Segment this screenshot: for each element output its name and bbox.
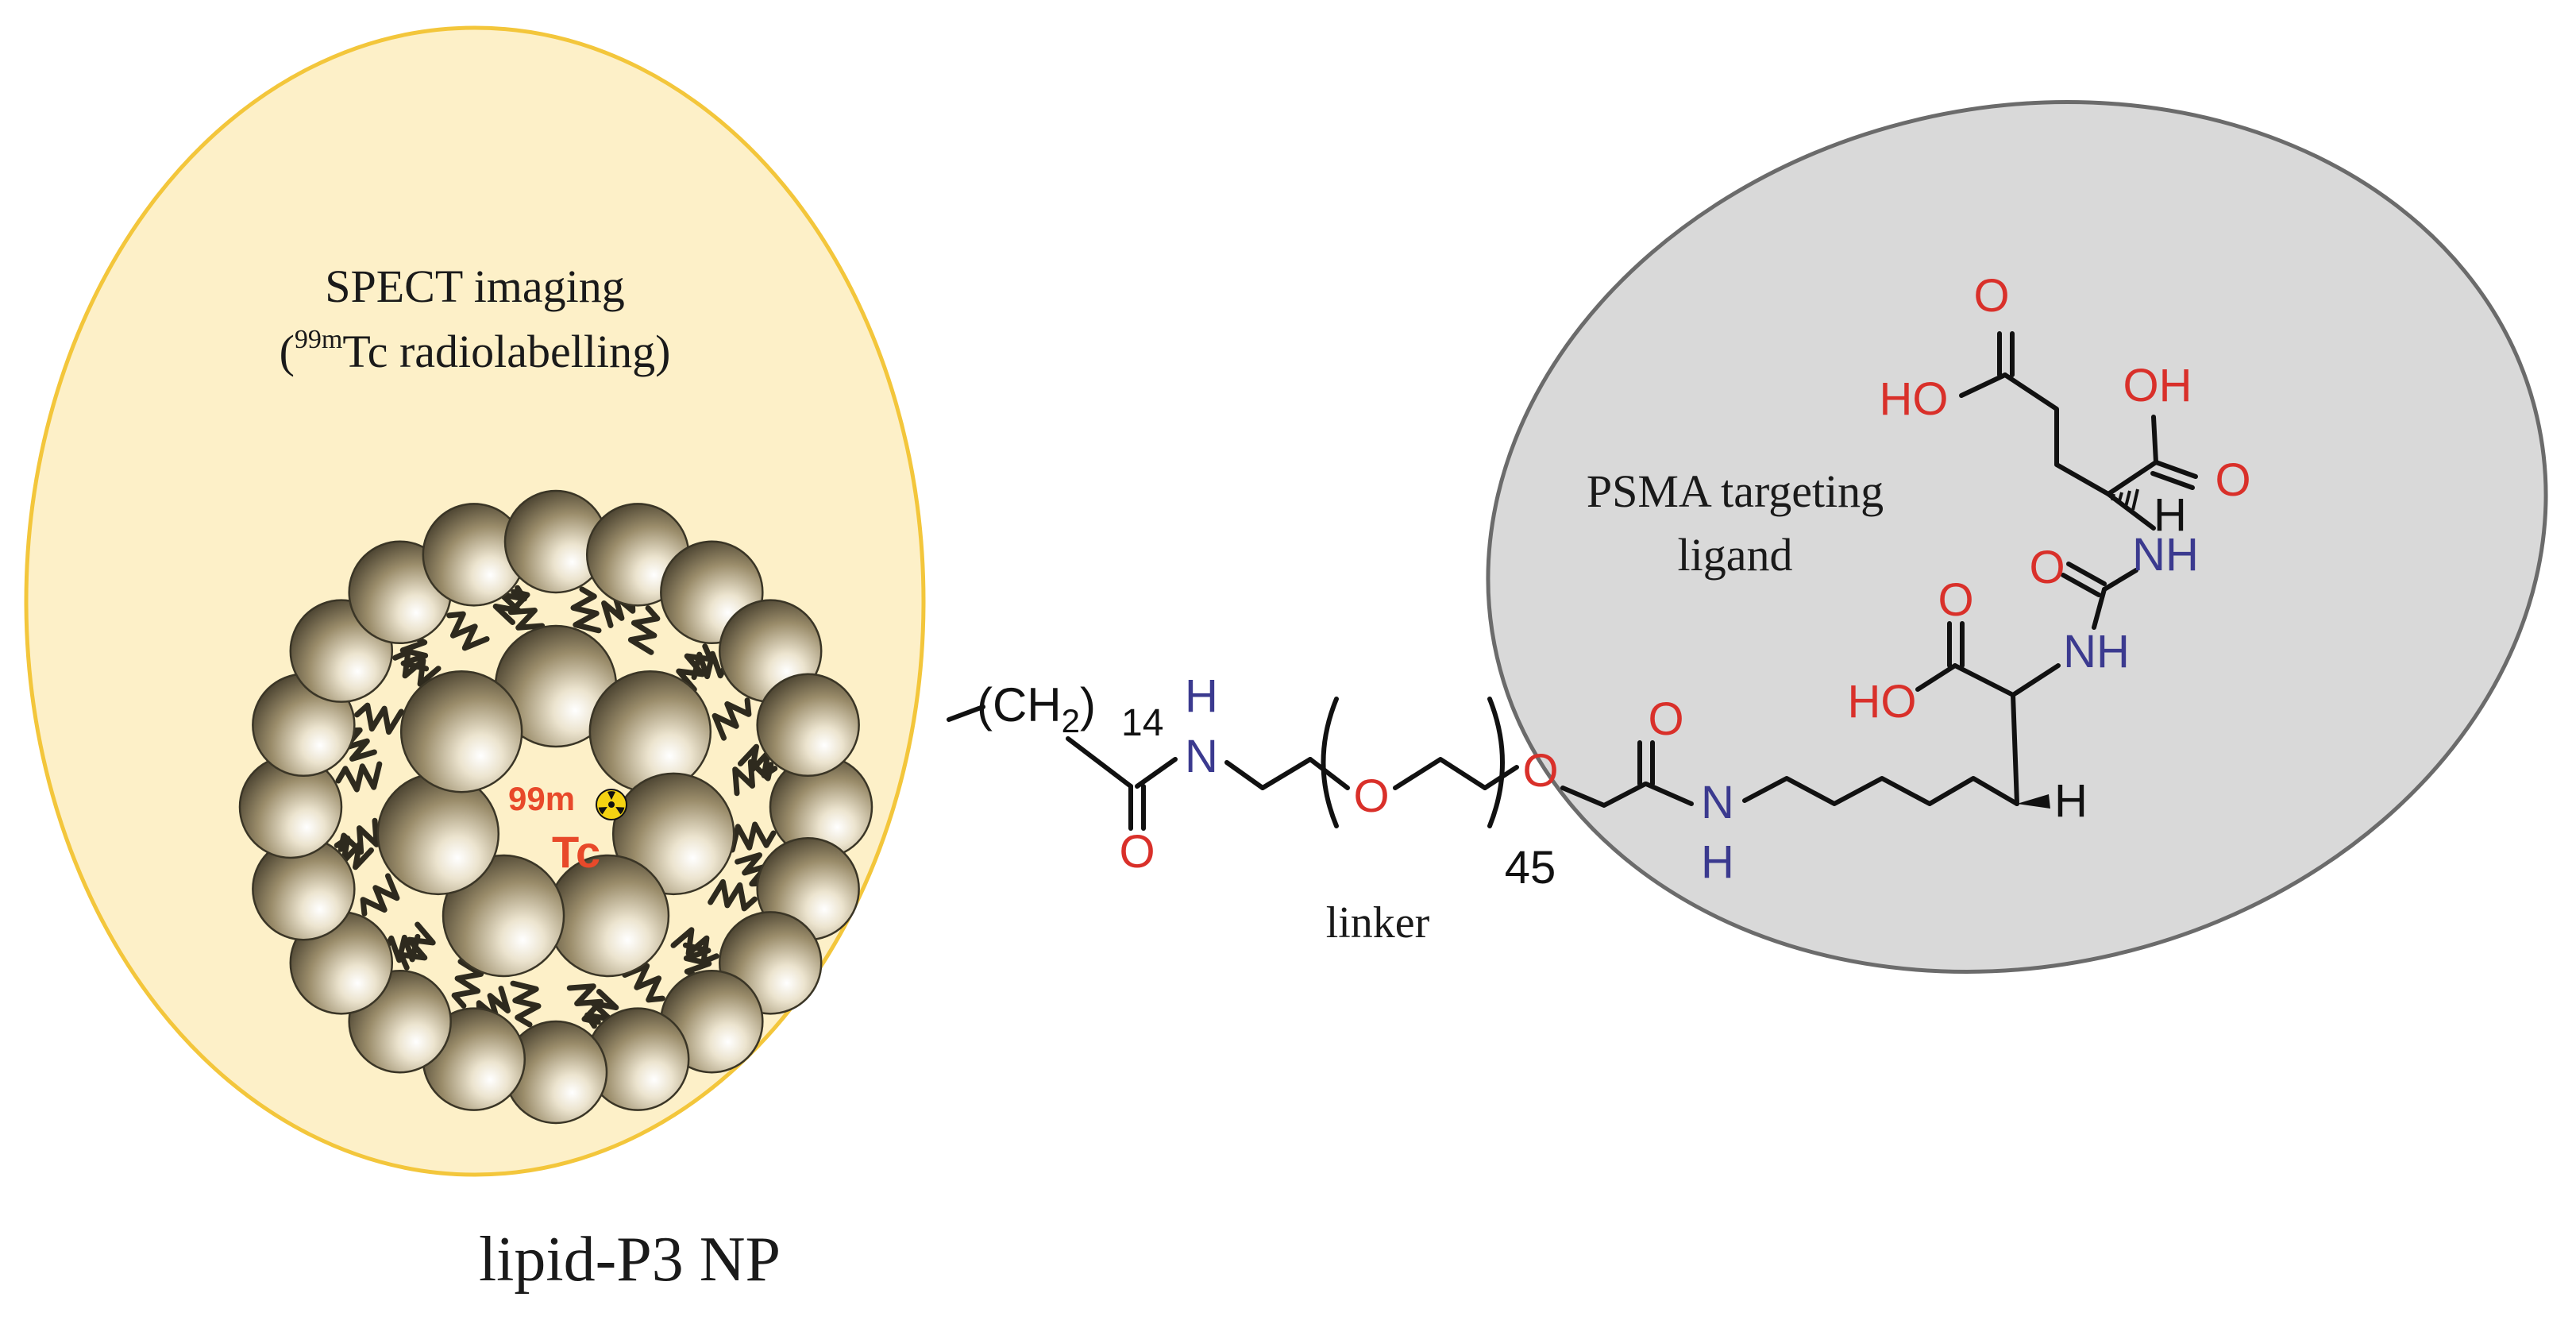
lipid-head-spheres	[238, 489, 873, 1125]
linker-amide-N: N	[1185, 731, 1218, 782]
inner-lipid-head	[399, 670, 523, 793]
lipid-tail	[584, 989, 619, 1029]
lipid-tail	[341, 727, 377, 762]
tc-mass-number: 99m	[508, 780, 575, 817]
lipid-tail	[507, 589, 546, 631]
lipid-tail	[334, 836, 374, 870]
glu-stereo-hash	[2111, 488, 2139, 511]
urea-O: O	[2029, 542, 2065, 593]
lipid-tail	[337, 817, 380, 855]
imaging-label-line2: (99mTc radiolabelling)	[280, 325, 671, 377]
ligand-amide-N: N	[1701, 777, 1734, 828]
lipid-tail	[446, 611, 490, 651]
lipid-tail	[729, 821, 777, 853]
glu-alpha-H: H	[2154, 489, 2187, 541]
ligand-amide-O: O	[1648, 693, 1683, 745]
psma-ligand-structure: O N H H O HO NH O NH	[1560, 270, 2251, 888]
ch2-repeat-count: 14	[1121, 702, 1163, 744]
glu-top-HO: HO	[1880, 373, 1949, 425]
peg-ether-O2: O	[1522, 745, 1558, 797]
ligand-label-line1: PSMA targeting	[1587, 465, 1884, 517]
lipid-tails	[334, 585, 778, 1029]
lipid-tail	[399, 633, 430, 672]
tc-symbol: Tc	[552, 827, 600, 877]
lipid-tail	[682, 942, 712, 981]
lipid-tail	[735, 852, 770, 887]
lipid-tail	[476, 986, 511, 1021]
lipid-tail	[354, 702, 404, 735]
lipid-tail	[711, 697, 752, 741]
ligand-bubble	[1486, 100, 2548, 974]
lipid-tail	[492, 585, 527, 625]
inner-lipid-head	[588, 670, 712, 793]
urea-NH-bottom: NH	[2063, 626, 2130, 677]
lipid-tail	[382, 933, 421, 963]
glu-top-O: O	[1973, 270, 2009, 322]
lys-H: H	[2054, 775, 2088, 827]
peg-repeat-count: 45	[1505, 842, 1556, 894]
lipid-tail	[708, 878, 758, 912]
linker-amide-H: H	[1185, 670, 1218, 722]
ligand-amide-H: H	[1701, 836, 1734, 888]
lipid-tail	[570, 586, 602, 634]
glu-acid-OH: OH	[2123, 360, 2192, 411]
urea-NH-top: NH	[2132, 529, 2199, 581]
linker-label: linker	[1326, 898, 1430, 948]
nanoparticle-title: lipid-P3 NP	[479, 1225, 781, 1295]
lipid-tail	[360, 873, 400, 917]
lys-acid-O: O	[1938, 574, 1973, 626]
technetium-core: 99m Tc	[508, 780, 627, 877]
inner-lipid-head	[376, 772, 500, 896]
peg-ether-O1: O	[1353, 770, 1389, 822]
lipid-tail	[510, 980, 542, 1028]
lipid-tail	[627, 605, 661, 655]
linker-carbonyl-O: O	[1119, 826, 1155, 878]
lipid-tail	[738, 743, 778, 778]
imaging-label-line1: SPECT imaging	[325, 261, 625, 312]
lipid-tail	[601, 593, 636, 628]
ligand-label-line2: ligand	[1678, 529, 1793, 581]
lipid-tail	[732, 759, 774, 797]
outer-lipid-head	[756, 673, 860, 778]
lipid-tail	[622, 963, 665, 1003]
lys-acid-HO: HO	[1848, 676, 1917, 728]
inner-lipid-head	[611, 772, 735, 896]
lipid-tail	[451, 959, 484, 1009]
ch2-group: (CH2)	[977, 678, 1096, 739]
lipid-tail	[691, 650, 730, 681]
inner-lipid-head	[442, 854, 565, 978]
glu-acid-O: O	[2215, 454, 2250, 506]
lipid-tail	[335, 761, 383, 793]
lys-stereo-wedge	[2017, 794, 2050, 809]
linker-structure: (CH2) 14 O H N O 45 O	[947, 670, 1559, 894]
radiation-icon	[596, 789, 627, 820]
lipid-tail	[566, 983, 604, 1025]
